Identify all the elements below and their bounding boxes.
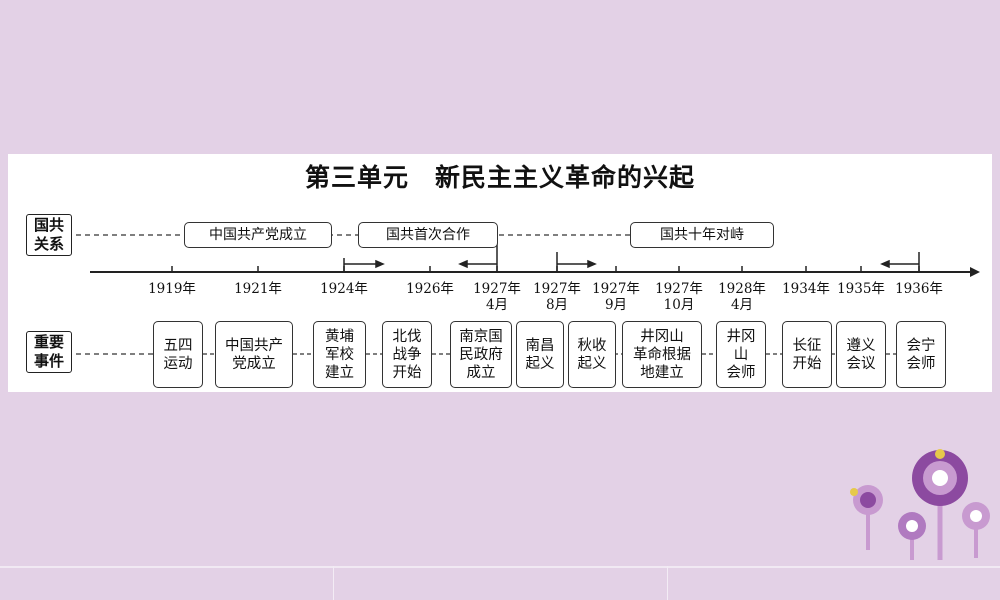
year-label: 1924年 — [320, 281, 368, 297]
year-label: 1935年 — [837, 281, 885, 297]
event-card: 南京国 民政府 成立 — [450, 321, 512, 388]
year-label: 1927年 4月 — [473, 281, 521, 313]
phase-label: 中国共产党成立 — [184, 222, 332, 248]
event-card: 黄埔 军校 建立 — [313, 321, 366, 388]
phase-label: 国共十年对峙 — [630, 222, 774, 248]
unit-title: 第三单元 — [304, 163, 409, 192]
event-card: 五四 运动 — [153, 321, 203, 388]
event-card: 南昌 起义 — [516, 321, 564, 388]
year-label: 1928年 4月 — [718, 281, 766, 313]
year-label: 1934年 — [782, 281, 830, 297]
footer-divider — [667, 566, 668, 600]
year-label: 1927年 10月 — [655, 281, 703, 313]
event-card: 会宁 会师 — [896, 321, 946, 388]
footer-divider — [0, 566, 1000, 568]
year-label: 1926年 — [406, 281, 454, 297]
year-label: 1927年 9月 — [592, 281, 640, 313]
page-title: 第三单元新民主主义革命的兴起 — [8, 158, 992, 194]
phase-label: 国共首次合作 — [358, 222, 498, 248]
row-label-relations: 国共 关系 — [26, 214, 72, 256]
year-label: 1919年 — [148, 281, 196, 297]
year-label: 1921年 — [234, 281, 282, 297]
axis-arrow-icon — [970, 267, 980, 277]
footer-divider — [333, 566, 334, 600]
event-card: 长征 开始 — [782, 321, 832, 388]
event-card: 北伐 战争 开始 — [382, 321, 432, 388]
event-card: 秋收 起义 — [568, 321, 616, 388]
unit-subtitle: 新民主主义革命的兴起 — [435, 163, 696, 192]
event-card: 井冈山 革命根据 地建立 — [622, 321, 702, 388]
event-card: 遵义 会议 — [836, 321, 886, 388]
event-card: 中国共产 党成立 — [215, 321, 293, 388]
flower-decoration-icon — [850, 449, 990, 560]
event-card: 井冈 山 会师 — [716, 321, 766, 388]
year-label: 1927年 8月 — [533, 281, 581, 313]
timeline-panel: 第三单元新民主主义革命的兴起 国共 关系 重要 事件 中国共产党成立 国共首次合… — [8, 154, 992, 392]
year-label: 1936年 — [895, 281, 943, 297]
row-label-events: 重要 事件 — [26, 331, 72, 373]
